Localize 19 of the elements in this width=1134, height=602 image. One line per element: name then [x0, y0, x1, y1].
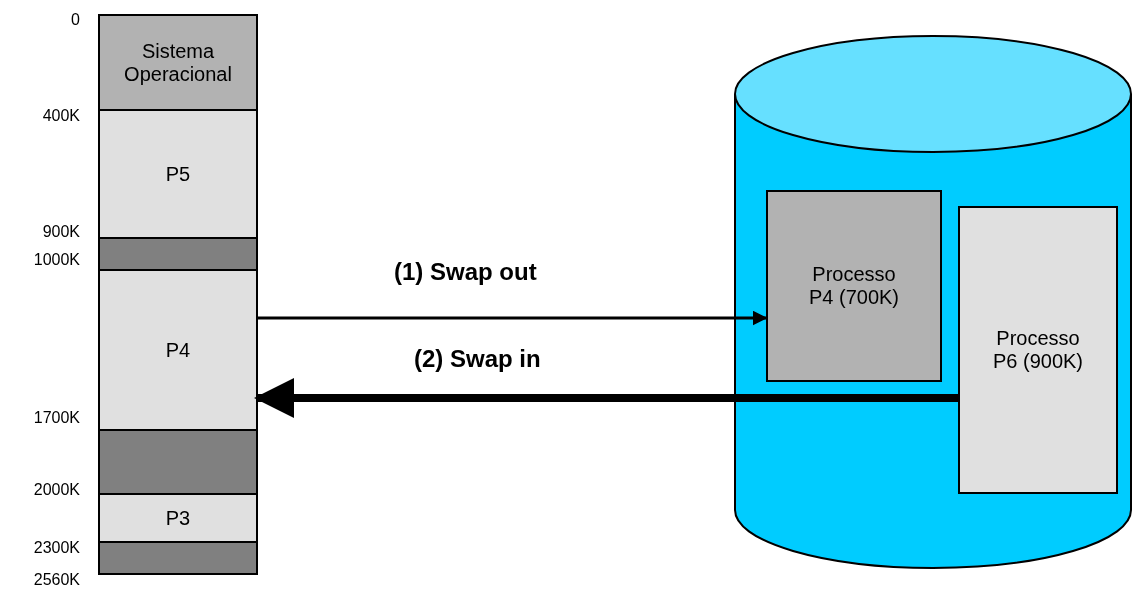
memory-segment: P3: [98, 493, 258, 543]
memory-segment: Sistema Operacional: [98, 14, 258, 111]
address-label: 400K: [41, 107, 80, 125]
address-label: 2000K: [32, 481, 80, 499]
memory-segment: [98, 237, 258, 271]
address-label: 2560K: [32, 571, 80, 589]
arrow: [258, 310, 768, 326]
memory-segment: [98, 541, 258, 575]
address-label: 1000K: [32, 251, 80, 269]
address-label: 2300K: [32, 539, 80, 557]
address-label: 0: [70, 11, 80, 29]
process-box: Processo P6 (900K): [958, 206, 1118, 494]
memory-segment: P5: [98, 109, 258, 239]
process-box: Processo P4 (700K): [766, 190, 942, 382]
arrow: [254, 378, 958, 418]
address-label: 1700K: [32, 409, 80, 427]
memory-segment: [98, 429, 258, 495]
memory-segment: P4: [98, 269, 258, 431]
address-label: 900K: [41, 223, 80, 241]
